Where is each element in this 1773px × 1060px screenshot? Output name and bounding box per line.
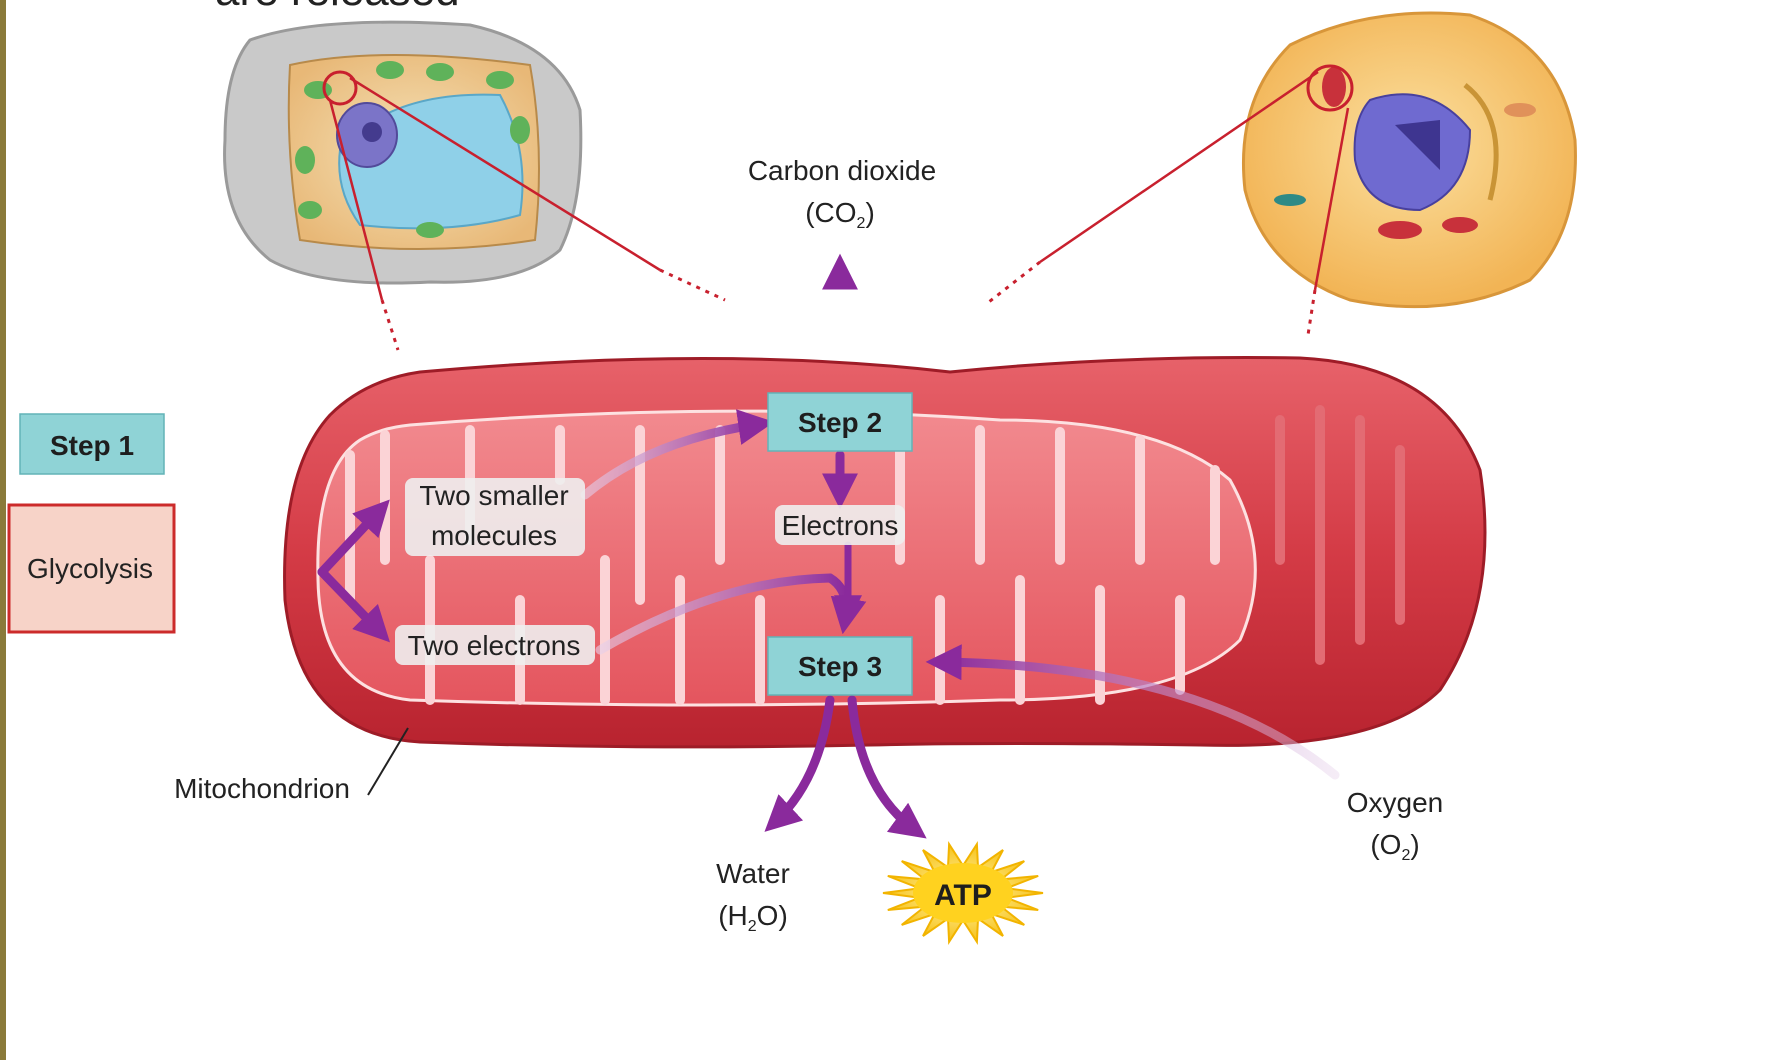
step3-label: Step 3 [798,651,882,682]
water-formula-label: (H2O) [718,900,788,935]
step1-label: Step 1 [50,430,134,461]
co2-formula-label: (CO2) [805,197,875,232]
step2-label: Step 2 [798,407,882,438]
two-smaller-molecules-line1: Two smaller [419,480,568,511]
atp-starburst: ATP [883,844,1043,942]
water-name-label: Water [716,858,790,889]
glycolysis-box: Glycolysis [9,505,174,632]
animal-cell-illustration [1243,13,1575,307]
co2-name-label: Carbon dioxide [748,155,936,186]
mitochondrion-label: Mitochondrion [174,773,350,804]
step1-box: Step 1 [20,414,164,474]
glycolysis-label: Glycolysis [27,553,153,584]
header-fragment-text: are released [215,0,460,15]
zoom-callout-dotted-lines [382,262,1315,350]
plant-cell-illustration [225,22,581,283]
step2-box: Step 2 [768,393,912,451]
step3-box: Step 3 [768,637,912,695]
two-smaller-molecules-line2: molecules [431,520,557,551]
atp-label: ATP [934,879,992,912]
oxygen-name-label: Oxygen [1347,787,1444,818]
electrons-label: Electrons [782,510,899,541]
two-electrons-label: Two electrons [408,630,581,661]
oxygen-formula-label: (O2) [1370,829,1419,864]
